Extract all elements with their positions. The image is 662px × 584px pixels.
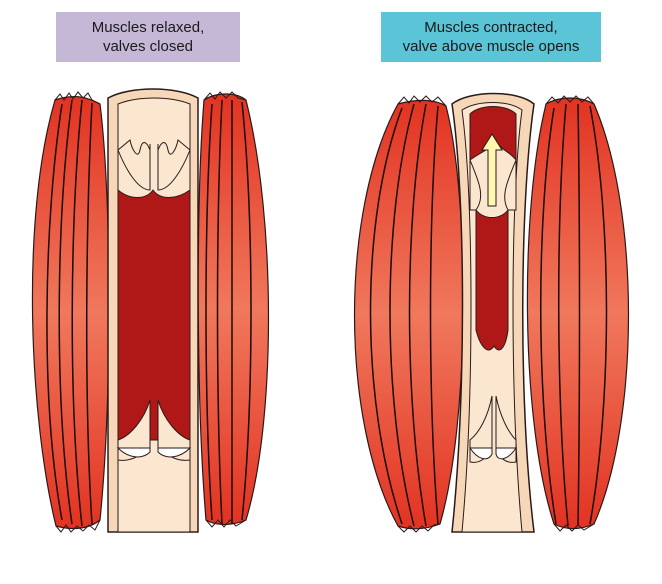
label-contracted-line1: Muscles contracted, bbox=[424, 19, 558, 36]
muscle-right-contracted bbox=[526, 95, 630, 532]
vein-relaxed bbox=[107, 88, 199, 533]
muscle-right-relaxed bbox=[197, 91, 270, 528]
label-contracted-line2: valve above muscle opens bbox=[402, 38, 580, 55]
muscle-left-relaxed bbox=[31, 91, 110, 533]
label-muscles-relaxed: Muscles relaxed, valves closed bbox=[56, 12, 240, 62]
relaxed-panel bbox=[31, 88, 270, 533]
vein-contracted bbox=[451, 92, 535, 533]
blood-flow-arrow bbox=[481, 133, 503, 207]
contracted-panel bbox=[353, 92, 630, 533]
label-relaxed-line2: valves closed bbox=[102, 38, 194, 55]
label-muscles-contracted: Muscles contracted, valve above muscle o… bbox=[381, 12, 601, 62]
label-relaxed-line1: Muscles relaxed, bbox=[91, 19, 205, 36]
muscle-left-contracted bbox=[353, 95, 464, 533]
